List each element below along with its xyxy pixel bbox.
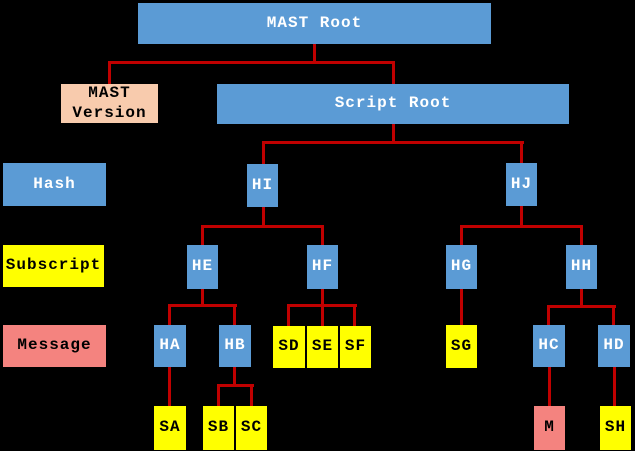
node-hf: HF bbox=[307, 245, 338, 289]
connector-hj-stub bbox=[520, 206, 523, 225]
node-ha: HA bbox=[154, 325, 186, 367]
node-mast-version: MAST Version bbox=[61, 84, 158, 123]
connector-to-hd bbox=[612, 305, 615, 325]
connector-to-sh bbox=[613, 367, 616, 406]
node-se: SE bbox=[307, 326, 338, 368]
connector-hb-stub bbox=[233, 367, 236, 384]
node-sg: SG bbox=[446, 325, 477, 368]
row-label-message: Message bbox=[3, 325, 106, 367]
connector-to-scriptroot bbox=[392, 61, 395, 84]
connector-to-mastversion bbox=[108, 61, 111, 84]
connector-to-he bbox=[201, 225, 204, 245]
connector-hh-stub bbox=[580, 289, 583, 305]
connector-mastroot-stub bbox=[313, 44, 316, 61]
node-hd: HD bbox=[598, 325, 630, 367]
connector-to-sb bbox=[217, 384, 220, 406]
node-hi: HI bbox=[247, 164, 278, 207]
connector-to-hh bbox=[580, 225, 583, 245]
connector-to-hb bbox=[233, 304, 236, 325]
connector-to-sd bbox=[287, 304, 290, 326]
node-hc: HC bbox=[533, 325, 565, 367]
node-sb: SB bbox=[203, 406, 234, 450]
connector-to-hi bbox=[262, 141, 265, 164]
node-sc: SC bbox=[236, 406, 267, 450]
connector-hf-stub-to-se bbox=[321, 289, 324, 326]
connector-to-m bbox=[548, 367, 551, 406]
node-he: HE bbox=[187, 245, 218, 289]
node-hb: HB bbox=[219, 325, 251, 367]
connector-to-hf bbox=[321, 225, 324, 245]
node-sh: SH bbox=[600, 406, 631, 450]
node-hg: HG bbox=[446, 245, 477, 289]
node-sf: SF bbox=[340, 326, 371, 368]
connector-to-sg bbox=[460, 289, 463, 325]
connector-hb-bus bbox=[217, 384, 254, 387]
connector-hj-bus bbox=[460, 225, 583, 228]
node-hh: HH bbox=[566, 245, 597, 289]
node-mast-root: MAST Root bbox=[138, 3, 491, 44]
connector-he-bus bbox=[168, 304, 237, 307]
row-label-hash: Hash bbox=[3, 163, 106, 206]
connector-to-hj bbox=[520, 141, 523, 163]
node-hj: HJ bbox=[506, 163, 537, 206]
connector-mastroot-bus bbox=[108, 61, 395, 64]
node-sd: SD bbox=[273, 326, 305, 368]
connector-to-hc bbox=[547, 305, 550, 325]
row-label-subscript: Subscript bbox=[3, 245, 104, 287]
connector-to-ha bbox=[168, 304, 171, 325]
node-script-root: Script Root bbox=[217, 84, 569, 124]
connector-to-sa bbox=[168, 367, 171, 406]
connector-hh-bus bbox=[547, 305, 616, 308]
node-sa: SA bbox=[154, 406, 186, 450]
connector-to-sf bbox=[353, 304, 356, 326]
connector-to-hg bbox=[460, 225, 463, 245]
connector-he-stub bbox=[201, 289, 204, 304]
connector-scriptroot-stub bbox=[392, 124, 395, 141]
connector-hi-stub bbox=[262, 207, 265, 225]
connector-hi-bus bbox=[201, 225, 324, 228]
connector-to-sc bbox=[250, 384, 253, 406]
connector-hf-bus bbox=[287, 304, 357, 307]
connector-scriptroot-bus bbox=[262, 141, 524, 144]
node-m: M bbox=[534, 406, 565, 450]
